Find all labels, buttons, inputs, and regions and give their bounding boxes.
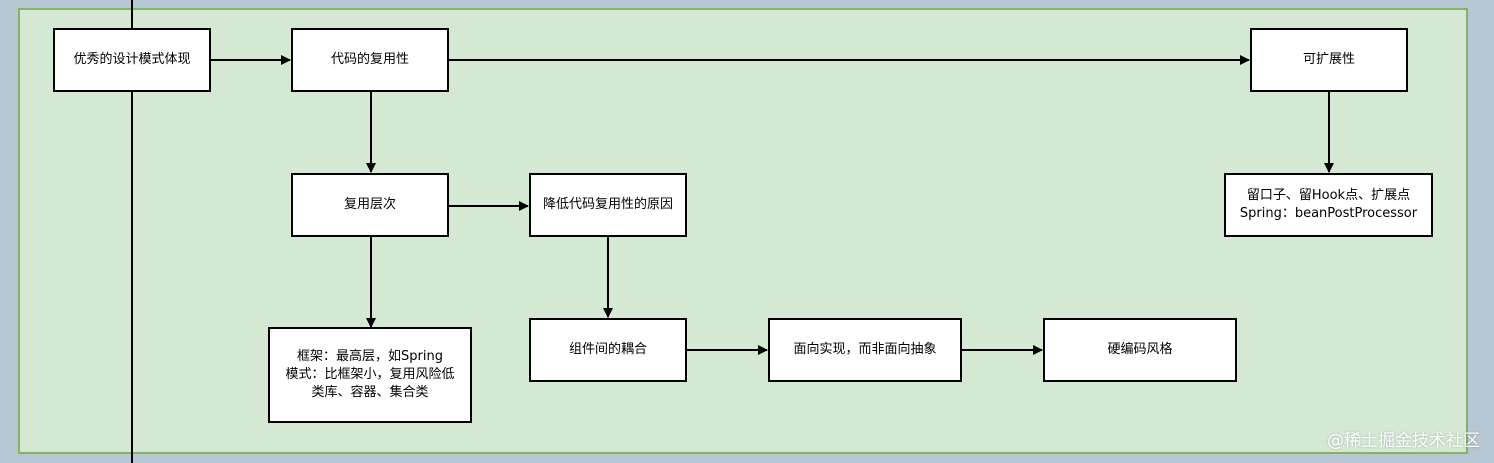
node-framework-levels[interactable]: 框架：最高层，如Spring 模式：比框架小，复用风险低 类库、容器、集合类 xyxy=(268,327,472,423)
node-reduce-reuse-reasons[interactable]: 降低代码复用性的原因 xyxy=(529,173,687,237)
watermark-text: @稀土掘金技术社区 xyxy=(1327,431,1480,451)
node-component-coupling[interactable]: 组件间的耦合 xyxy=(529,318,687,382)
node-hard-coding[interactable]: 硬编码风格 xyxy=(1043,318,1237,382)
node-reuse-levels[interactable]: 复用层次 xyxy=(291,173,449,237)
node-hooks[interactable]: 留口子、留Hook点、扩展点 Spring：beanPostProcessor xyxy=(1224,173,1433,237)
node-good-design[interactable]: 优秀的设计模式体现 xyxy=(53,28,211,92)
node-extensibility[interactable]: 可扩展性 xyxy=(1250,28,1408,92)
node-impl-not-abstraction[interactable]: 面向实现，而非面向抽象 xyxy=(768,318,962,382)
node-code-reuse[interactable]: 代码的复用性 xyxy=(291,28,449,92)
